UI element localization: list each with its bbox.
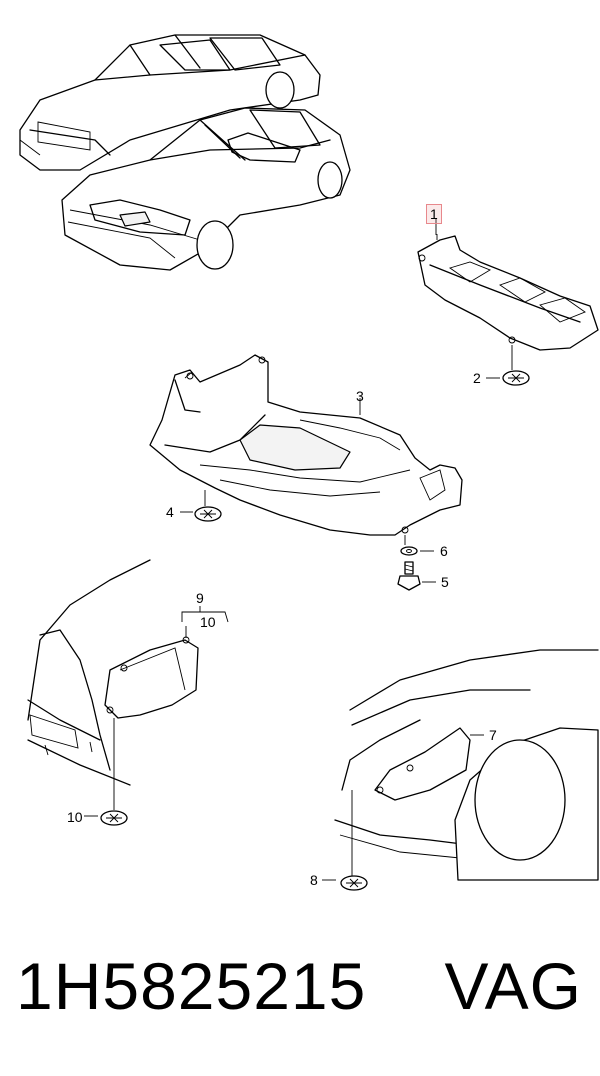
callout-7: 7 xyxy=(489,727,497,743)
bumper-left-illustration xyxy=(27,559,199,786)
callout-2: 2 xyxy=(473,370,481,386)
clip-4 xyxy=(180,490,222,522)
hatchback-illustration xyxy=(61,107,351,271)
clip-10-bottom-left xyxy=(84,718,128,826)
callout-4: 4 xyxy=(166,504,174,520)
parts-diagram xyxy=(19,34,599,891)
callout-5: 5 xyxy=(441,574,449,590)
callout-8: 8 xyxy=(310,872,318,888)
callout-3: 3 xyxy=(356,388,364,404)
washer-6 xyxy=(400,535,434,556)
part-3-underbody-guard xyxy=(149,354,463,536)
brand-label: VAG xyxy=(444,949,582,1023)
callout-9: 9 xyxy=(196,590,204,606)
bumper-right-illustration xyxy=(334,649,599,881)
callout-10-bracket: 10 xyxy=(200,614,216,630)
bracket-9-10-leader xyxy=(181,606,229,638)
sedan-illustration xyxy=(19,34,321,171)
part-1-gearbox-guard xyxy=(417,234,599,351)
part-number: 1H5825215 xyxy=(16,949,367,1023)
callout-6: 6 xyxy=(440,543,448,559)
callout-1-highlighted: 1 xyxy=(426,204,442,224)
callout-10-clip: 10 xyxy=(67,809,83,825)
clip-2 xyxy=(486,345,530,386)
bolt-5 xyxy=(397,561,436,591)
clip-8-bottom-right xyxy=(322,790,368,891)
